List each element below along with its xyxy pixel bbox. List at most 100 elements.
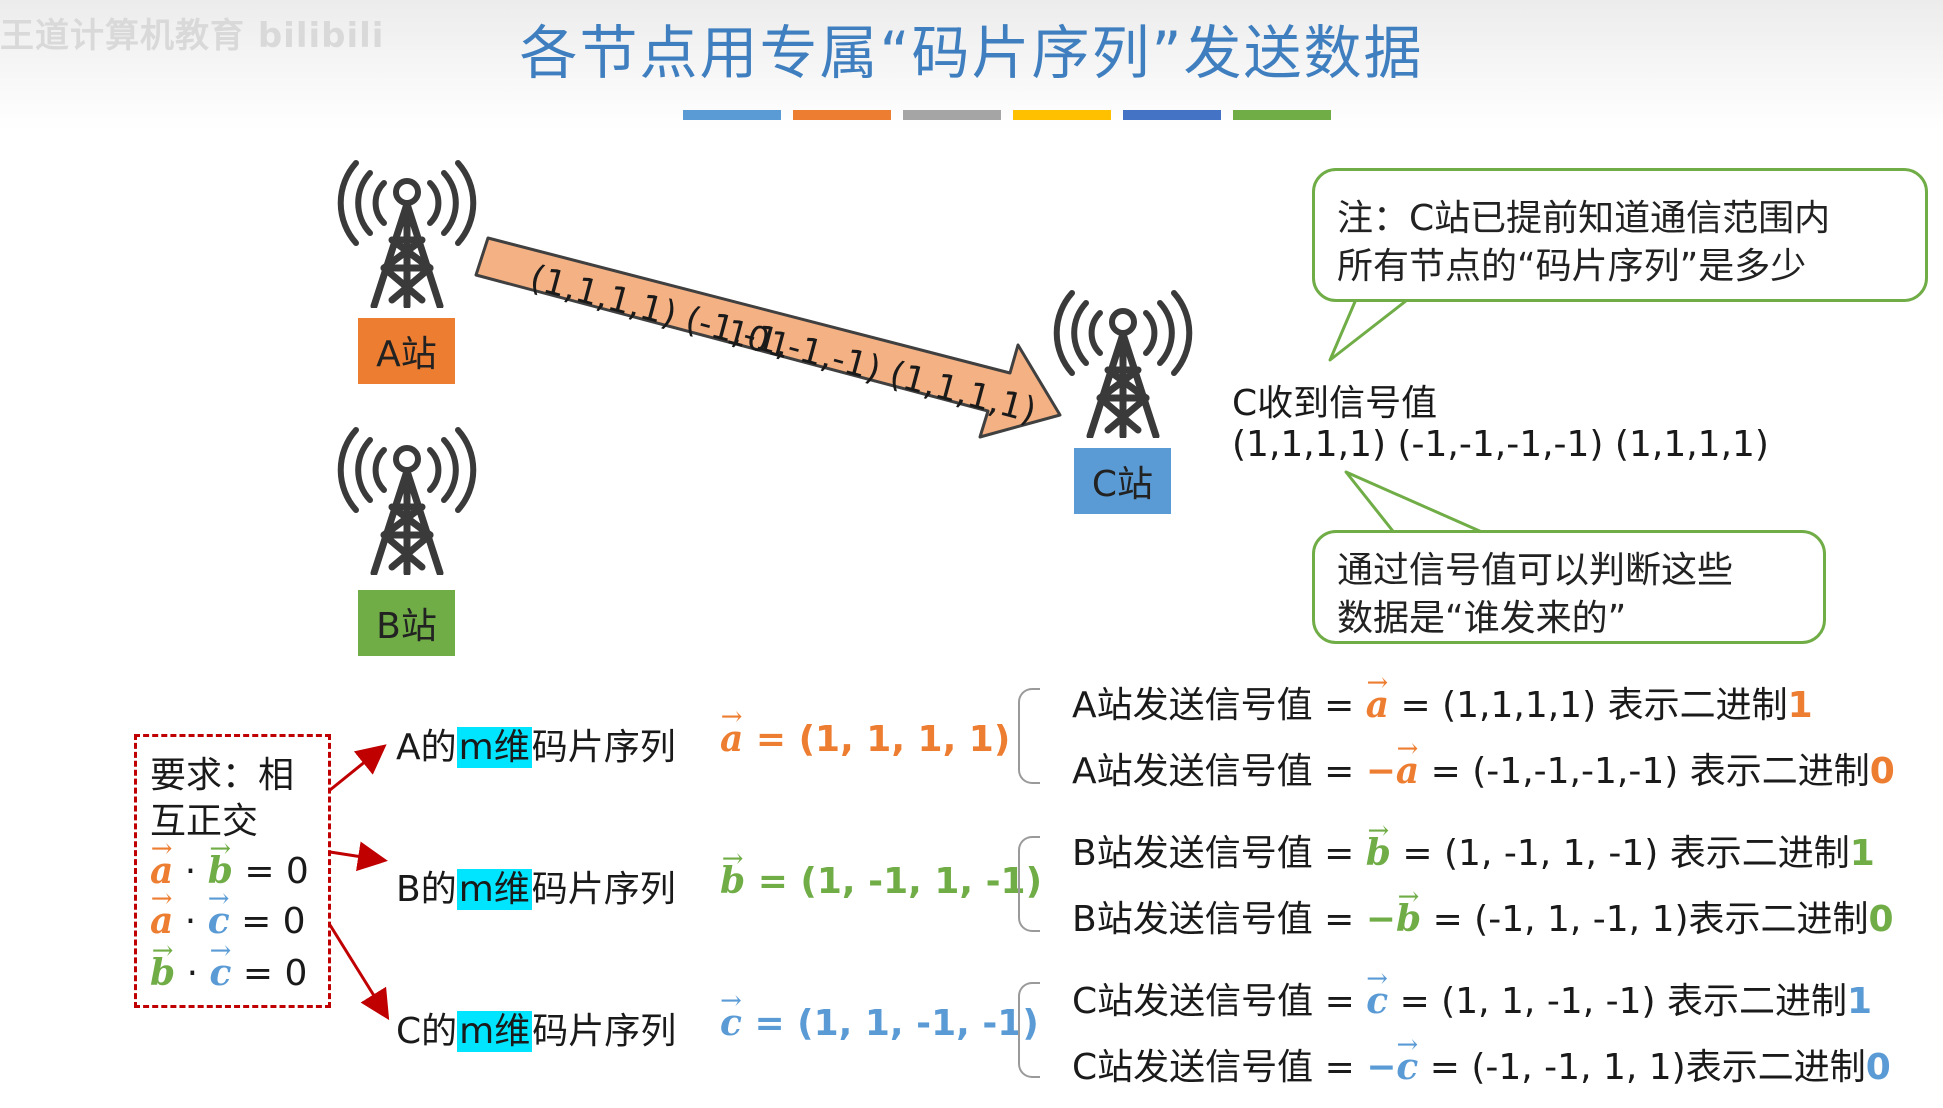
binary-bit: 0 (1868, 899, 1894, 940)
chip-seq-b: B的m维码片序列 (396, 860, 676, 912)
signal-values: = (-1, 1, -1, 1)表示二进制 (1432, 899, 1869, 940)
note-top: 注：C站已提前知道通信范围内 所有节点的“码片序列”是多少 (1312, 168, 1928, 302)
vector-b: b (1396, 898, 1421, 940)
signal-values: = (1, 1, -1, -1) 表示二进制 (1399, 981, 1847, 1022)
equals-zero: = 0 (241, 901, 306, 942)
m-dim-highlight: m维 (456, 869, 532, 910)
antenna-tower-icon (337, 160, 477, 308)
vector-b: b (720, 860, 745, 902)
vector-b: b (150, 952, 175, 994)
negation-sign: − (1365, 751, 1396, 792)
signal-values: = (-1, -1, 1, 1)表示二进制 (1429, 1047, 1866, 1088)
vector-c: c (1366, 980, 1388, 1022)
binary-bit: 1 (1849, 833, 1875, 874)
color-bar-row (683, 110, 1331, 120)
orthogonal-bc: b · c = 0 (150, 952, 307, 994)
color-bar (793, 110, 891, 120)
brace (1018, 982, 1040, 1078)
signal-label: A站发送信号值 = (1072, 685, 1355, 726)
signal-label: C站发送信号值 = (1072, 1047, 1355, 1088)
seq-owner: B的 (396, 869, 457, 910)
dot-operator: · (184, 901, 197, 942)
chip-value-b: b = (1, -1, 1, -1) (720, 860, 1042, 902)
station-a-label: A站 (358, 318, 455, 384)
color-bar (683, 110, 781, 120)
signal-c-one: C站发送信号值 = c = (1, 1, -1, -1) 表示二进制1 (1072, 972, 1872, 1024)
vector-c: c (208, 900, 230, 942)
negation-sign: − (1366, 1047, 1397, 1088)
orthogonal-ab: a · b = 0 (150, 850, 309, 892)
binary-bit: 1 (1846, 981, 1873, 1022)
requirement-box (134, 734, 331, 1008)
chip-values: = (1, 1, 1, 1) (755, 719, 1011, 760)
chip-seq-a: A的m维码片序列 (396, 718, 676, 770)
seq-label: 码片序列 (531, 869, 676, 910)
equals-zero: = 0 (244, 851, 309, 892)
signal-values: = (-1,-1,-1,-1) 表示二进制 (1430, 751, 1870, 792)
received-title: C收到信号值 (1232, 383, 1438, 424)
orthogonal-ac: a · c = 0 (150, 900, 306, 942)
page-title: 各节点用专属“码片序列”发送数据 (519, 19, 1424, 87)
antenna-tower-icon (337, 427, 477, 575)
vector-a: a (1366, 684, 1389, 726)
note-top-line: 所有节点的“码片序列”是多少 (1337, 246, 1807, 287)
m-dim-highlight: m维 (457, 1011, 533, 1052)
brace (1018, 688, 1040, 784)
seq-label: 码片序列 (531, 727, 676, 768)
transmission-arrow (474, 236, 1062, 439)
vector-a: a (1396, 750, 1419, 792)
signal-label: B站发送信号值 = (1072, 899, 1355, 940)
color-bar (1123, 110, 1221, 120)
vector-c: c (1396, 1046, 1418, 1088)
note-bottom: 通过信号值可以判断这些 数据是“谁发来的” (1312, 530, 1826, 644)
requirement-arrows (328, 744, 390, 1021)
chip-value-a: a = (1, 1, 1, 1) (720, 718, 1010, 760)
dot-operator: · (184, 851, 197, 892)
negation-sign: − (1365, 899, 1396, 940)
signal-values: = (1,1,1,1) 表示二进制 (1400, 685, 1788, 726)
signal-b-zero: B站发送信号值 = −b = (-1, 1, -1, 1)表示二进制0 (1072, 890, 1894, 942)
header-band (0, 0, 1943, 130)
signal-a-zero: A站发送信号值 = −a = (-1,-1,-1,-1) 表示二进制0 (1072, 742, 1895, 794)
callout-tail-top (1328, 290, 1422, 362)
requirement-line: 要求：相 (150, 755, 295, 796)
note-bottom-line: 数据是“谁发来的” (1337, 598, 1627, 639)
watermark: 王道计算机教育 bilibili (0, 16, 385, 56)
antenna-tower-icon (1053, 290, 1193, 438)
station-c-label: C站 (1074, 448, 1171, 514)
signal-a-one: A站发送信号值 = a = (1,1,1,1) 表示二进制1 (1072, 676, 1813, 728)
note-bottom-line: 通过信号值可以判断这些 (1337, 550, 1734, 591)
binary-bit: 1 (1787, 685, 1813, 726)
chip-seq-c: C的m维码片序列 (396, 1002, 676, 1054)
signal-c-zero: C站发送信号值 = −c = (-1, -1, 1, 1)表示二进制0 (1072, 1038, 1891, 1090)
vector-c: c (210, 952, 232, 994)
equals-zero: = 0 (242, 953, 308, 994)
seq-owner: A的 (396, 727, 457, 768)
vector-c: c (720, 1002, 742, 1044)
m-dim-highlight: m维 (456, 727, 532, 768)
color-bar (1013, 110, 1111, 120)
signal-label: B站发送信号值 = (1072, 833, 1355, 874)
brace (1018, 836, 1040, 932)
binary-bit: 0 (1865, 1047, 1891, 1088)
seq-owner: C的 (396, 1011, 458, 1052)
chip-value-c: c = (1, 1, -1, -1) (720, 1002, 1039, 1044)
chip-values: = (1, 1, -1, -1) (754, 1003, 1039, 1044)
binary-bit: 0 (1869, 751, 1895, 792)
vector-b: b (1366, 832, 1391, 874)
seq-label: 码片序列 (532, 1011, 677, 1052)
dot-operator: · (186, 953, 199, 994)
signal-label: A站发送信号值 = (1072, 751, 1355, 792)
vector-a: a (150, 900, 173, 942)
chip-values: = (1, -1, 1, -1) (757, 861, 1043, 902)
signal-label: C站发送信号值 = (1072, 981, 1355, 1022)
signal-b-one: B站发送信号值 = b = (1, -1, 1, -1) 表示二进制1 (1072, 824, 1875, 876)
signal-values: = (1, -1, 1, -1) 表示二进制 (1402, 833, 1850, 874)
vector-a: a (720, 718, 743, 760)
station-b-label: B站 (358, 590, 455, 656)
received-signal: (1,1,1,1) (-1,-1,-1,-1) (1,1,1,1) (1232, 424, 1769, 465)
note-top-line: 注：C站已提前知道通信范围内 (1337, 198, 1831, 239)
color-bar (903, 110, 1001, 120)
vector-a: a (150, 850, 173, 892)
color-bar (1233, 110, 1331, 120)
